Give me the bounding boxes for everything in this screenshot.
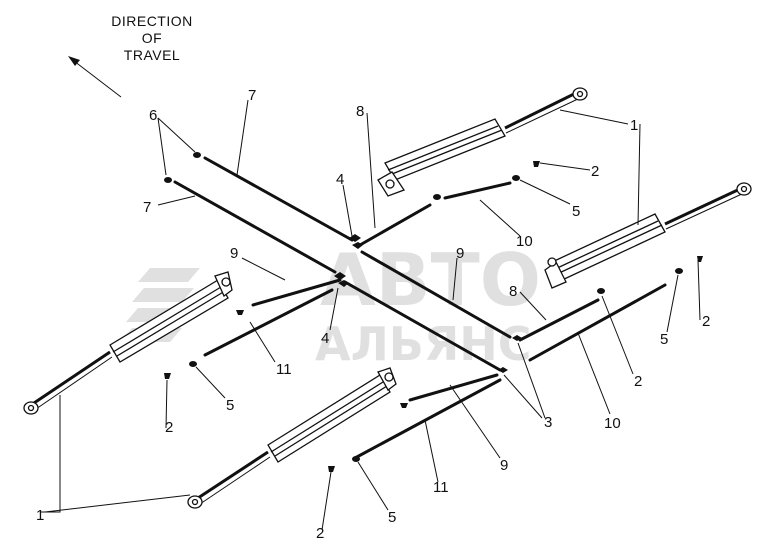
bolt-left (236, 310, 244, 315)
callout-10-lower: 10 (604, 415, 621, 432)
rod-7-lower (173, 180, 337, 274)
connector-4-lower (334, 272, 349, 287)
callout-5-right: 5 (660, 331, 668, 348)
callout-9-left: 9 (230, 245, 238, 262)
rod-7-lower-far (343, 280, 502, 372)
nut-5-far-right (675, 268, 683, 274)
rod-10-upper-a (358, 203, 432, 247)
callout-3: 3 (544, 414, 552, 431)
bolt-2-upper (533, 161, 540, 167)
rod-10-right (518, 298, 600, 342)
callout-11-left: 11 (276, 361, 292, 378)
callout-2-bottom: 2 (316, 525, 324, 542)
nut-5-left (189, 361, 197, 367)
callout-7-left: 7 (143, 199, 151, 216)
callout-4-lower: 4 (321, 330, 329, 347)
hardware (164, 152, 703, 472)
direction-of-travel-label: DIRECTION OF TRAVEL (96, 13, 208, 64)
nut-upper (433, 194, 441, 200)
rod-9-left (251, 278, 342, 307)
callout-9-center: 9 (456, 245, 464, 262)
cylinder-left (23, 271, 233, 415)
callout-4-upper: 4 (336, 171, 344, 188)
callout-11-lower: 11 (433, 479, 449, 496)
callout-9-lower: 9 (500, 457, 508, 474)
washer-6-b (164, 177, 172, 183)
bolt-lower (400, 403, 408, 408)
nut-5-upper (512, 175, 520, 181)
connector-3-b (498, 367, 508, 373)
connector-3-a (512, 335, 522, 341)
direction-line1: DIRECTION (111, 13, 193, 29)
rod-7-upper (203, 156, 354, 242)
rod-10-right-b (528, 283, 667, 362)
callout-2-left: 2 (165, 419, 173, 436)
direction-line3: TRAVEL (123, 47, 181, 63)
callout-7-upper: 7 (248, 87, 256, 104)
rods (173, 156, 667, 460)
callout-5-upper: 5 (572, 203, 580, 220)
leader-lines (40, 99, 701, 531)
cylinder-right (544, 182, 752, 289)
bolt-2-lower (328, 466, 335, 472)
direction-arrow (68, 56, 122, 98)
callout-2-upper: 2 (591, 163, 599, 180)
nut-right (597, 288, 605, 294)
connectors (334, 234, 522, 373)
watermark-line1: АВТО (320, 238, 541, 322)
callout-5-bottom: 5 (388, 509, 396, 526)
bolt-2-left (164, 373, 171, 379)
callout-numbers: 1 1 1 2 2 2 2 2 3 4 4 5 5 5 5 6 7 7 8 8 … (36, 87, 710, 542)
cylinder-bottom (187, 367, 397, 509)
callout-10-upper: 10 (516, 233, 533, 250)
callout-6: 6 (149, 107, 157, 124)
rod-10-upper-b (443, 181, 512, 200)
connector-4-upper (349, 234, 363, 249)
washer-6-a (193, 152, 201, 158)
callout-2-right: 2 (634, 373, 642, 390)
callout-8-right: 8 (509, 283, 517, 300)
rod-7-upper-far (360, 250, 512, 339)
cylinder-top (377, 87, 588, 197)
nut-5-lower (352, 456, 360, 462)
callout-2-far-right: 2 (702, 313, 710, 330)
callout-8-upper: 8 (356, 103, 364, 120)
rod-9-lower (408, 373, 499, 402)
direction-line2: OF (141, 30, 163, 46)
callout-5-left: 5 (226, 397, 234, 414)
callout-1-bottom-left: 1 (36, 507, 44, 524)
callout-1-top-right: 1 (630, 117, 638, 134)
rod-11-left (203, 288, 334, 357)
rod-11-lower (353, 378, 502, 460)
